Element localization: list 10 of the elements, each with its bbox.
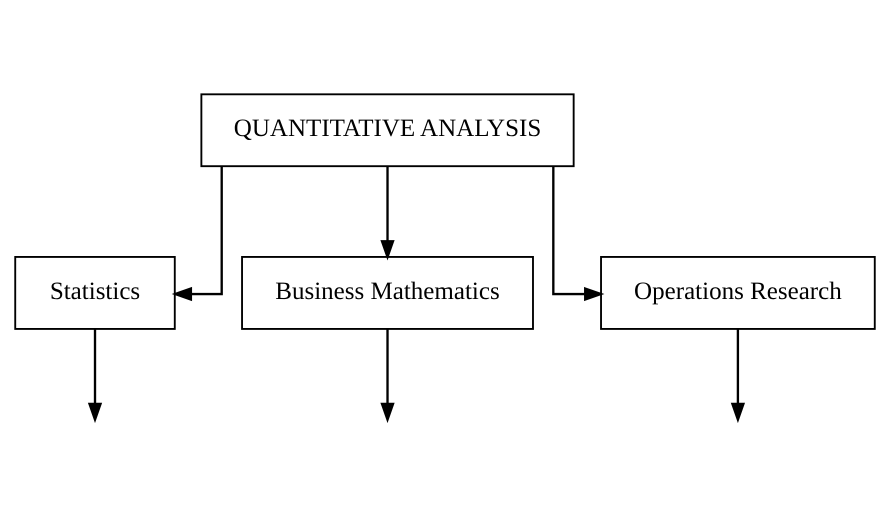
arrow <box>552 166 604 301</box>
node-box: Statistics <box>14 256 176 330</box>
arrow <box>730 328 746 423</box>
arrow <box>380 328 395 423</box>
node-box: Business Mathematics <box>241 256 534 330</box>
node-box: QUANTITATIVE ANALYSIS <box>200 92 575 167</box>
arrow <box>172 166 223 301</box>
arrow <box>380 166 395 260</box>
arrow <box>88 328 102 423</box>
node-box: Operations Research <box>600 256 876 330</box>
